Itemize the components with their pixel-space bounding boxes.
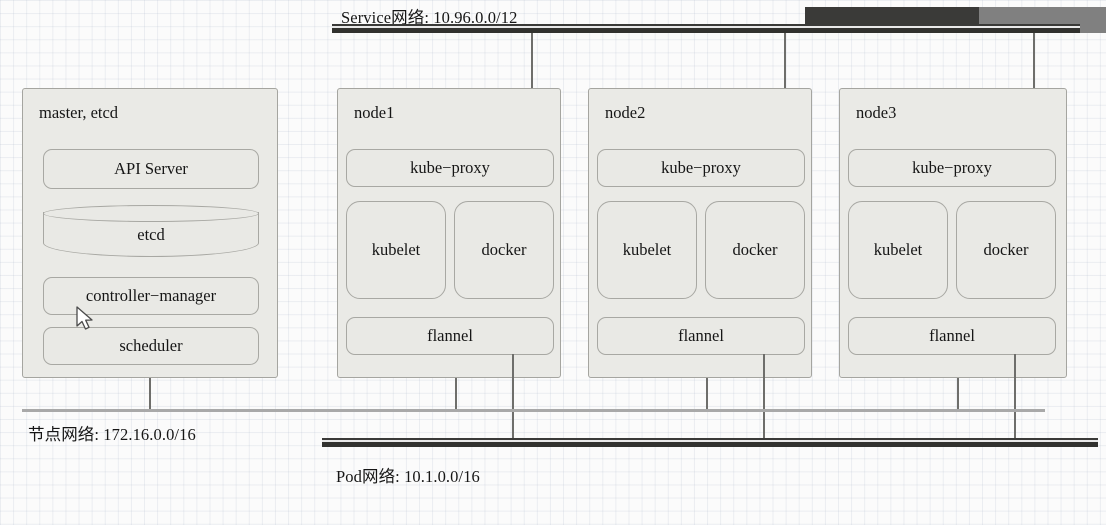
node1-title: node1: [354, 103, 395, 122]
node1-box[interactable]: node1 kube−proxy kubelet docker flannel: [337, 88, 561, 378]
etcd-label: etcd: [137, 225, 165, 244]
controller-manager-component[interactable]: controller−manager: [43, 277, 259, 315]
api-server-component[interactable]: API Server: [43, 149, 259, 189]
node2-title: node2: [605, 103, 646, 122]
node2-kubelet[interactable]: kubelet: [597, 201, 697, 299]
node3-docker[interactable]: docker: [956, 201, 1056, 299]
node1-docker[interactable]: docker: [454, 201, 554, 299]
node1-kube-proxy[interactable]: kube−proxy: [346, 149, 554, 187]
service-network-label: Service网络: 10.96.0.0/12: [341, 8, 518, 27]
node2-kube-proxy[interactable]: kube−proxy: [597, 149, 805, 187]
pod-network-bus: [322, 438, 1098, 447]
master-node-title: master, etcd: [39, 103, 119, 122]
node-network-label: 节点网络: 172.16.0.0/16: [28, 425, 196, 444]
connector-node2-to-node-network: [706, 378, 708, 411]
node2-flannel[interactable]: flannel: [597, 317, 805, 355]
node3-box[interactable]: node3 kube−proxy kubelet docker flannel: [839, 88, 1067, 378]
connector-node3-to-node-network: [957, 378, 959, 411]
node-network-bus: [22, 409, 1045, 412]
mouse-cursor: [76, 306, 93, 330]
service-network-bus: [332, 24, 1080, 33]
master-node-box[interactable]: master, etcd API Server etcd controller−…: [22, 88, 278, 378]
connector-node3-flannel-to-pod-network: [1014, 354, 1016, 446]
node3-title: node3: [856, 103, 897, 122]
scheduler-component[interactable]: scheduler: [43, 327, 259, 365]
connector-node1-flannel-to-pod-network: [512, 354, 514, 446]
node2-docker[interactable]: docker: [705, 201, 805, 299]
node3-kube-proxy[interactable]: kube−proxy: [848, 149, 1056, 187]
node3-kubelet[interactable]: kubelet: [848, 201, 948, 299]
etcd-component[interactable]: etcd: [43, 205, 259, 257]
connector-master-to-node-network: [149, 378, 151, 411]
node1-kubelet[interactable]: kubelet: [346, 201, 446, 299]
node2-box[interactable]: node2 kube−proxy kubelet docker flannel: [588, 88, 812, 378]
node3-flannel[interactable]: flannel: [848, 317, 1056, 355]
pod-network-label: Pod网络: 10.1.0.0/16: [336, 467, 480, 486]
node1-flannel[interactable]: flannel: [346, 317, 554, 355]
connector-node1-to-node-network: [455, 378, 457, 411]
connector-node2-flannel-to-pod-network: [763, 354, 765, 446]
